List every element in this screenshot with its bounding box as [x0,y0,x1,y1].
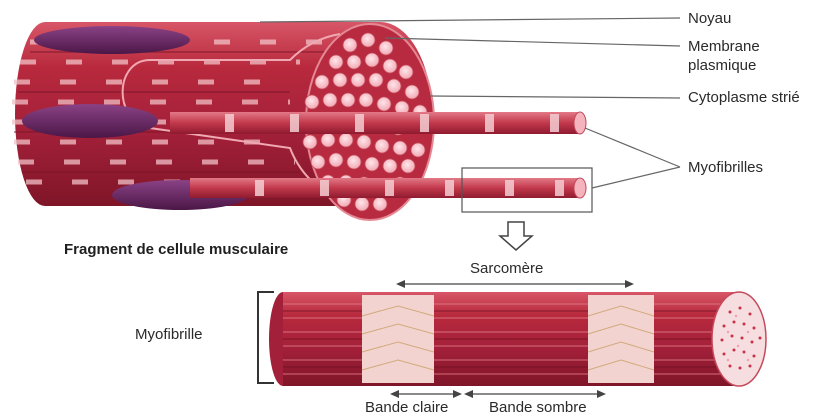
label-membrane-line2: plasmique [688,57,756,75]
muscle-cell-fragment [12,22,592,250]
zoom-arrow [500,222,532,250]
label-membrane-line1: Membrane [688,38,760,56]
myofibril-end-face [712,292,766,386]
label-bande-sombre: Bande sombre [489,399,587,417]
label-bande-claire: Bande claire [365,399,448,417]
nucleus-1 [34,26,190,54]
nucleus-2 [22,104,158,138]
protruding-myofibril-1 [170,112,586,134]
myofibril-detail [258,292,766,386]
label-myofibrilles: Myofibrilles [688,159,763,177]
sarcomere-arrow [396,280,634,288]
label-noyau: Noyau [688,10,731,28]
label-cytoplasme: Cytoplasme strié [688,89,800,107]
label-sarcomere: Sarcomère [470,260,543,278]
light-band-2 [588,295,654,383]
protruding-myofibril-2 [190,178,586,198]
light-band-1 [362,295,434,383]
label-myofibrille: Myofibrille [135,326,203,344]
band-arrows [390,390,606,398]
label-fragment-title: Fragment de cellule musculaire [64,241,288,259]
